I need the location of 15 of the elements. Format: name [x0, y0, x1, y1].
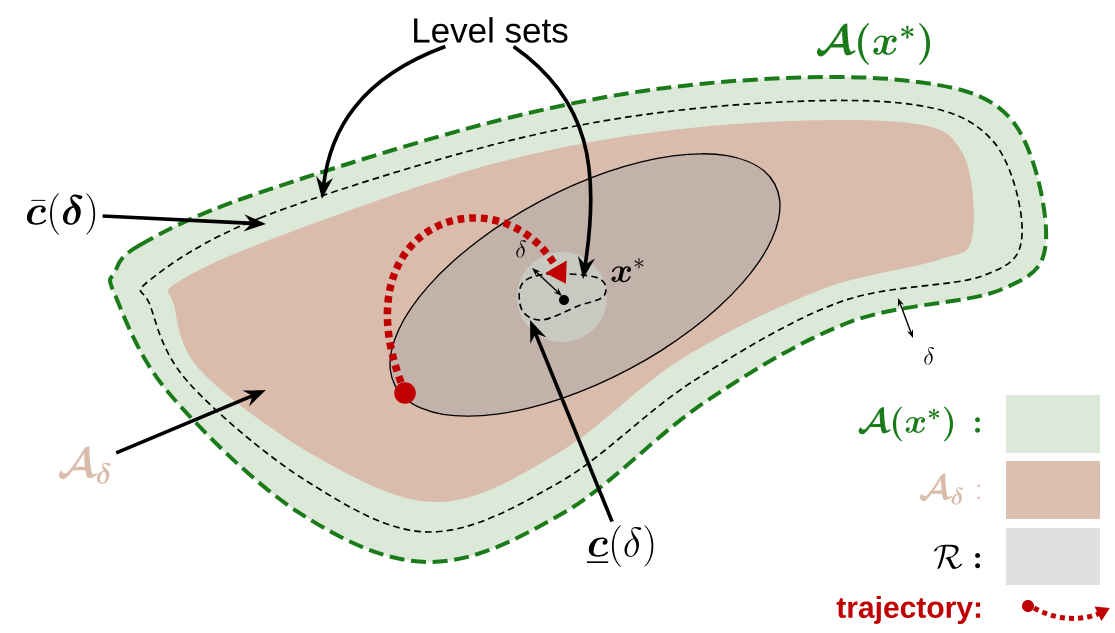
callout-text: Level sets	[414, 17, 568, 43]
math-label: $\delta$	[924, 347, 934, 365]
callout-text: $\underline{\boldsymbol{c}}(\delta)$	[586, 525, 654, 567]
callout-text: $\boldsymbol{\mathcal{A}_{\delta}}$	[58, 446, 111, 484]
legend-label: $\boldsymbol{\mathcal{A}(x^{*})\,:}$	[858, 406, 981, 442]
level-set-curve	[518, 272, 607, 321]
math-label: $\boldsymbol{x}^{*}$	[611, 258, 644, 283]
legend-label: $\boldsymbol{\mathcal{A}_{\delta}}:$	[919, 473, 981, 505]
legend-label: trajectory:	[836, 596, 981, 624]
math-label: $\boldsymbol{\mathcal{A}(x^{*})}$	[816, 23, 931, 65]
legend-label: $\mathcal{R}\boldsymbol{:}$	[934, 544, 981, 570]
math-label: $\delta$	[516, 240, 526, 258]
leader-line	[383, 214, 567, 384]
callout-text: $\bar{\boldsymbol{c}}(\boldsymbol{\delta})$	[26, 193, 96, 235]
start-point	[394, 382, 416, 404]
